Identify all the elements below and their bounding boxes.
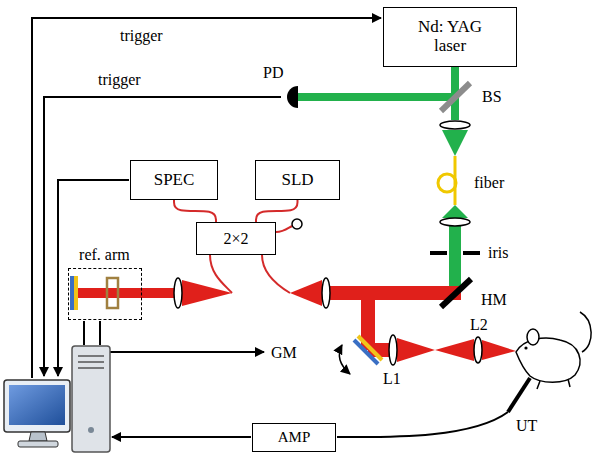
red-beam bbox=[78, 288, 178, 298]
part-label: fiber bbox=[474, 174, 504, 192]
ultrasound-transducer bbox=[508, 378, 530, 412]
trigger-wire bbox=[44, 97, 281, 376]
fiber-connector bbox=[174, 200, 216, 222]
box-label: 2×2 bbox=[223, 230, 248, 248]
lens bbox=[474, 337, 482, 363]
part-label: L1 bbox=[383, 370, 401, 388]
red-beam bbox=[182, 280, 232, 306]
control-wire bbox=[110, 351, 264, 353]
red-beam bbox=[482, 340, 516, 360]
mouse-body bbox=[516, 338, 580, 382]
box-heading: ref. arm bbox=[79, 246, 130, 264]
pc-button bbox=[88, 427, 94, 433]
mouse-ear bbox=[527, 329, 539, 345]
part-label: PD bbox=[263, 64, 283, 82]
green-beam bbox=[442, 130, 468, 156]
part-label: HM bbox=[481, 291, 507, 309]
dispersion-glass bbox=[107, 278, 118, 308]
lens bbox=[174, 278, 182, 308]
red-beam bbox=[326, 286, 461, 300]
monitor bbox=[4, 380, 70, 432]
green-beam bbox=[442, 205, 468, 218]
lens bbox=[440, 218, 470, 226]
trigger-wire bbox=[32, 18, 381, 378]
signal-wire bbox=[112, 436, 251, 438]
control-wire bbox=[99, 321, 101, 345]
lens bbox=[322, 278, 330, 308]
fiber-loop bbox=[438, 174, 456, 192]
coupler-box: 2×2 bbox=[196, 222, 276, 255]
box-label: SPEC bbox=[154, 171, 195, 190]
photodiode bbox=[287, 86, 298, 108]
transducer-cable bbox=[337, 412, 508, 437]
monitor-base bbox=[18, 441, 58, 447]
laser-box: Nd: YAG laser bbox=[383, 7, 517, 67]
part-label: GM bbox=[271, 344, 297, 362]
green-beam bbox=[449, 226, 461, 288]
reference-mirror bbox=[74, 276, 78, 310]
monitor-stand bbox=[29, 432, 47, 441]
box-label: Nd: YAG laser bbox=[412, 18, 488, 55]
dichroic-mirror bbox=[441, 279, 471, 307]
signal-label: trigger bbox=[120, 27, 163, 45]
part-label: UT bbox=[516, 417, 537, 435]
reference-mirror bbox=[70, 276, 74, 310]
fiber bbox=[210, 255, 232, 293]
control-wire bbox=[83, 321, 85, 345]
box-label: SLD bbox=[281, 171, 313, 190]
fiber-connector bbox=[256, 200, 298, 222]
beam-splitter bbox=[441, 83, 470, 111]
iris-symbol bbox=[430, 251, 447, 255]
mouse-tail bbox=[580, 312, 591, 352]
mouse-eye bbox=[524, 346, 527, 349]
part-label: L2 bbox=[470, 316, 488, 334]
red-beam bbox=[290, 280, 322, 306]
galvo-mirror bbox=[358, 336, 382, 360]
pc-drive-bays bbox=[78, 356, 104, 368]
reference-arm-box: ref. arm bbox=[68, 268, 142, 320]
lens bbox=[389, 335, 397, 365]
light-source-box: SLD bbox=[255, 160, 340, 200]
spectrometer-box: SPEC bbox=[130, 160, 218, 200]
rotation-arrow bbox=[339, 345, 350, 374]
fiber-termination bbox=[292, 219, 302, 229]
signal-label: trigger bbox=[98, 71, 141, 89]
red-beam bbox=[397, 338, 435, 362]
fiber bbox=[276, 226, 292, 232]
monitor-screen bbox=[9, 385, 65, 425]
part-label: iris bbox=[488, 244, 508, 262]
iris-symbol bbox=[463, 251, 480, 255]
pc-tower bbox=[72, 346, 110, 452]
red-beam bbox=[435, 339, 474, 361]
mouse-legs bbox=[537, 379, 570, 389]
amplifier-box: AMP bbox=[252, 423, 336, 452]
green-beam bbox=[298, 93, 455, 101]
lens bbox=[440, 121, 470, 129]
fiber bbox=[262, 255, 290, 293]
box-label: AMP bbox=[278, 429, 311, 446]
part-label: BS bbox=[482, 88, 502, 106]
